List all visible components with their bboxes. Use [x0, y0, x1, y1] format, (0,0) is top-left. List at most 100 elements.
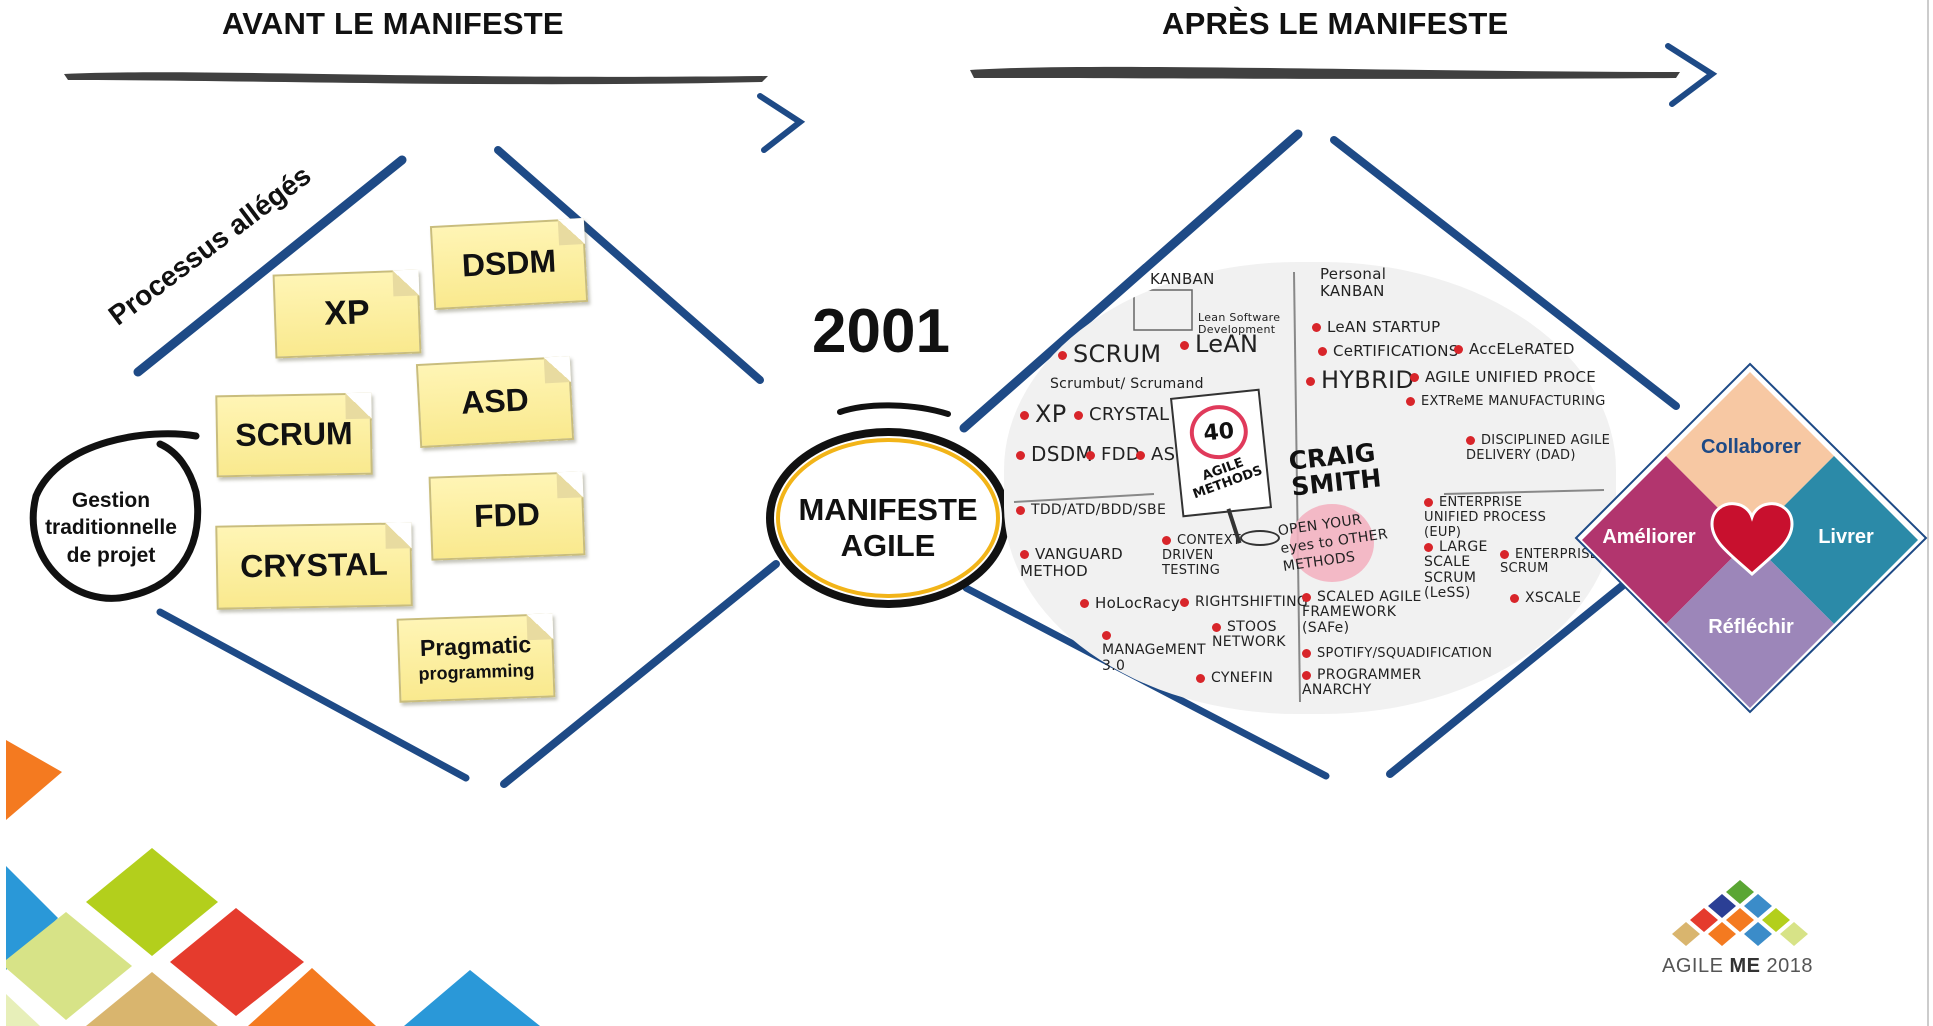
- red-dot-icon: [1058, 350, 1067, 360]
- sketch-holocracy: HoLocRacy: [1080, 594, 1180, 612]
- after-diamond-strokes: [959, 129, 1680, 780]
- red-dot-icon: [1466, 436, 1475, 445]
- sketch-personal-kanban: Personal KANBAN: [1320, 265, 1387, 300]
- red-dot-icon: [1016, 451, 1025, 460]
- red-dot-icon: [1180, 597, 1189, 607]
- sketch-context: CONTEXT DRIVEN TESTING: [1162, 533, 1241, 578]
- red-dot-icon: [1102, 630, 1111, 640]
- manifesto-line1: MANIFESTE: [798, 492, 978, 528]
- sketch-accelerated: AccELeRATED: [1454, 340, 1575, 358]
- sketch-enterprise-unified: ENTERPRISE UNIFIED PROCESS (EUP): [1424, 495, 1547, 540]
- note-fdd-label: FDD: [473, 496, 541, 535]
- sign-text: AGILE METHODS: [1190, 455, 1265, 502]
- sketch-lean: LeAN: [1180, 330, 1258, 358]
- note-crystal: CRYSTAL: [215, 522, 413, 610]
- value-livrer: Livrer: [1818, 526, 1874, 548]
- red-dot-icon: [1312, 323, 1321, 332]
- sign-base: [1240, 530, 1280, 546]
- traditional-management-label: Gestion traditionnelle de projet: [45, 489, 177, 567]
- red-dot-icon: [1500, 550, 1509, 559]
- note-scrum-label: SCRUM: [235, 415, 353, 454]
- agile-me-logo-text: AGILE ME 2018: [1662, 955, 1814, 977]
- year-2001: 2001: [812, 297, 950, 366]
- header-before: AVANT LE MANIFESTE: [222, 6, 564, 41]
- sketch-stoos: STOOS NETWORK: [1212, 619, 1286, 651]
- sketch-agile-unified: AGILE UNIFIED PROCE: [1410, 368, 1596, 386]
- chevron-right-icon: [757, 93, 806, 153]
- chevron-right-icon: [1665, 43, 1718, 107]
- red-dot-icon: [1136, 450, 1145, 460]
- sketch-kanban: KANBAN: [1150, 270, 1215, 288]
- sketch-dsdm: DSDM: [1016, 442, 1093, 466]
- sketch-lean-note: Lean Software Development: [1198, 311, 1281, 337]
- red-dot-icon: [1086, 450, 1095, 460]
- red-dot-icon: [1454, 345, 1463, 354]
- before-diamond-strokes: [133, 146, 780, 788]
- sketch-xp: XP: [1020, 400, 1067, 428]
- note-asd-label: ASD: [460, 381, 530, 421]
- red-dot-icon: [1302, 649, 1311, 658]
- note-dsdm-label: DSDM: [460, 242, 557, 284]
- red-dot-icon: [1016, 505, 1025, 515]
- sketch-cynefin: CYNEFIN: [1196, 670, 1273, 686]
- manifesto-label: MANIFESTE AGILE: [780, 488, 996, 568]
- note-pragmatic-line2: programming: [418, 659, 535, 684]
- red-dot-icon: [1302, 592, 1311, 602]
- value-reflechir: Réfléchir: [1708, 616, 1794, 638]
- note-pragmatic: Pragmatic programming: [396, 613, 556, 703]
- note-xp-label: XP: [323, 293, 371, 333]
- red-dot-icon: [1212, 622, 1221, 632]
- sketch-xscale: XSCALE: [1510, 590, 1581, 606]
- sketch-extreme: EXTReME MANUFACTURING: [1406, 394, 1606, 409]
- red-dot-icon: [1020, 410, 1029, 420]
- sketch-scrum: SCRUM: [1058, 340, 1161, 368]
- timeline-arrow-after: [970, 66, 1680, 79]
- sketch-management30: MANAGeMENT 3.0: [1102, 628, 1206, 674]
- header-after: APRÈS LE MANIFESTE: [1162, 6, 1509, 41]
- value-ameliorer: Améliorer: [1602, 526, 1696, 548]
- red-dot-icon: [1080, 599, 1089, 608]
- manifesto-circle-inner: [776, 438, 1000, 598]
- sketch-safe: SCALED AGILE FRAMEWORK (SAFe): [1302, 589, 1422, 636]
- note-scrum: SCRUM: [215, 392, 373, 478]
- sketch-disciplined: DISCIPLINED AGILE DELIVERY (DAD): [1466, 433, 1611, 463]
- red-dot-icon: [1180, 340, 1189, 350]
- red-dot-icon: [1410, 373, 1419, 382]
- sketch-rightshifting: RIGHTSHIFTING: [1180, 594, 1308, 610]
- value-collaborer: Collaborer: [1700, 436, 1802, 458]
- note-fdd: FDD: [428, 471, 586, 561]
- forty-methods-sign: 40 AGILE METHODS: [1169, 388, 1273, 518]
- red-dot-icon: [1302, 670, 1311, 680]
- red-dot-icon: [1318, 347, 1327, 356]
- red-dot-icon: [1406, 397, 1415, 406]
- sketch-spotify: SPOTIFY/SQUADIFICATION: [1302, 646, 1492, 661]
- sketch-vanguard: VANGUARD METHOD: [1020, 545, 1124, 580]
- sketch-tdd: TDD/ATD/BDD/SBE: [1016, 502, 1166, 518]
- sketch-lean-startup: LeAN STARTUP: [1312, 318, 1440, 336]
- red-dot-icon: [1424, 498, 1433, 507]
- sketch-hybrid: HYBRID: [1306, 366, 1414, 394]
- sketch-scrumbut: Scrumbut/ Scrumand: [1050, 376, 1204, 392]
- note-xp: XP: [272, 269, 422, 359]
- circle-traditional: [29, 430, 202, 602]
- note-pragmatic-line1: Pragmatic: [419, 631, 532, 662]
- note-dsdm: DSDM: [429, 218, 589, 310]
- note-asd: ASD: [415, 356, 575, 448]
- red-dot-icon: [1020, 550, 1029, 559]
- red-dot-icon: [1196, 673, 1205, 683]
- note-crystal-label: CRYSTAL: [239, 545, 389, 585]
- author-face: [1290, 504, 1374, 582]
- sketch-less: LARGE SCALE SCRUM (LeSS): [1424, 539, 1488, 602]
- manifesto-line2: AGILE: [840, 528, 936, 563]
- sketch-programmer-anarchy: PROGRAMMER ANARCHY: [1302, 667, 1422, 699]
- red-dot-icon: [1510, 593, 1519, 603]
- sketch-enterprise-scrum: ENTERPRISE SCRUM: [1500, 547, 1599, 577]
- red-dot-icon: [1306, 376, 1315, 386]
- agile-me-logo-mark: [1672, 880, 1808, 946]
- red-dot-icon: [1074, 410, 1083, 420]
- sketch-dividers: [1013, 271, 1605, 703]
- red-dot-icon: [1424, 542, 1433, 552]
- sketch-author: CRAIG SMITH: [1287, 437, 1383, 502]
- sign-number: 40: [1187, 402, 1251, 462]
